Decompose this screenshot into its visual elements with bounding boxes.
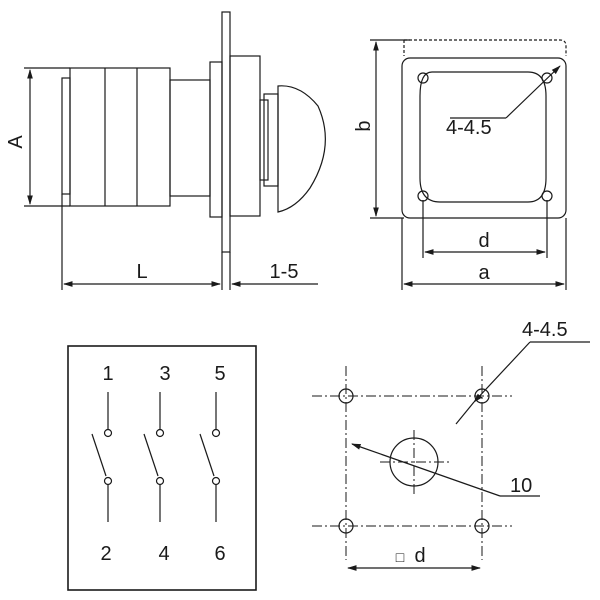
terminal-2-label: 2 [100,543,111,565]
mounting-hole-icon [338,388,354,404]
terminal-3-label: 3 [159,363,170,385]
dim-a-label: A [5,135,27,149]
panel-cutout: 4-4.5 10 □ d [312,319,590,571]
terminal-5-label: 5 [214,363,225,385]
mounting-block [209,61,223,218]
dim-square-d-label: d [414,545,425,567]
front-bezel [229,55,261,217]
contact-diagram: 1 3 5 2 4 6 [67,345,257,591]
switch-body [69,67,171,207]
center-hole-label: 10 [510,475,532,497]
mounting-panel [221,11,231,253]
rear-end-cap [61,77,71,195]
center-hole-leader [351,443,501,497]
hole-leader [505,65,561,119]
dim-b-label: b [353,120,375,131]
mounting-hole-icon [474,518,490,534]
contact-diagram-frame [67,345,257,591]
hole-label: 4-4.5 [446,117,492,139]
square-symbol: □ [396,549,405,565]
knob-base [263,93,279,187]
center-hole [389,437,439,487]
front-view: b 4-4.5 d a [353,39,567,290]
front-window [419,71,547,203]
switch-contact [91,392,113,522]
terminal-6-label: 6 [214,543,225,565]
cutout-hole-label: 4-4.5 [522,319,568,341]
dim-thickness-label: 1-5 [270,261,299,283]
knob [277,85,326,213]
switch-contact [143,392,165,522]
terminal-1-label: 1 [102,363,113,385]
outer-outline [403,39,567,56]
hole-icon [417,72,429,84]
switch-contact [199,392,221,522]
side-view: A L 1-5 [5,11,326,290]
dim-l-label: L [136,261,147,283]
terminal-4-label: 4 [158,543,169,565]
cutout-hole-leader [473,341,531,403]
dim-a-width-label: a [478,262,490,284]
hole-icon [541,72,553,84]
mounting-hole-icon [338,518,354,534]
hole-icon [541,190,553,202]
switch-neck [169,79,211,197]
flange-plate [401,57,567,219]
dim-d-label: d [478,230,489,252]
